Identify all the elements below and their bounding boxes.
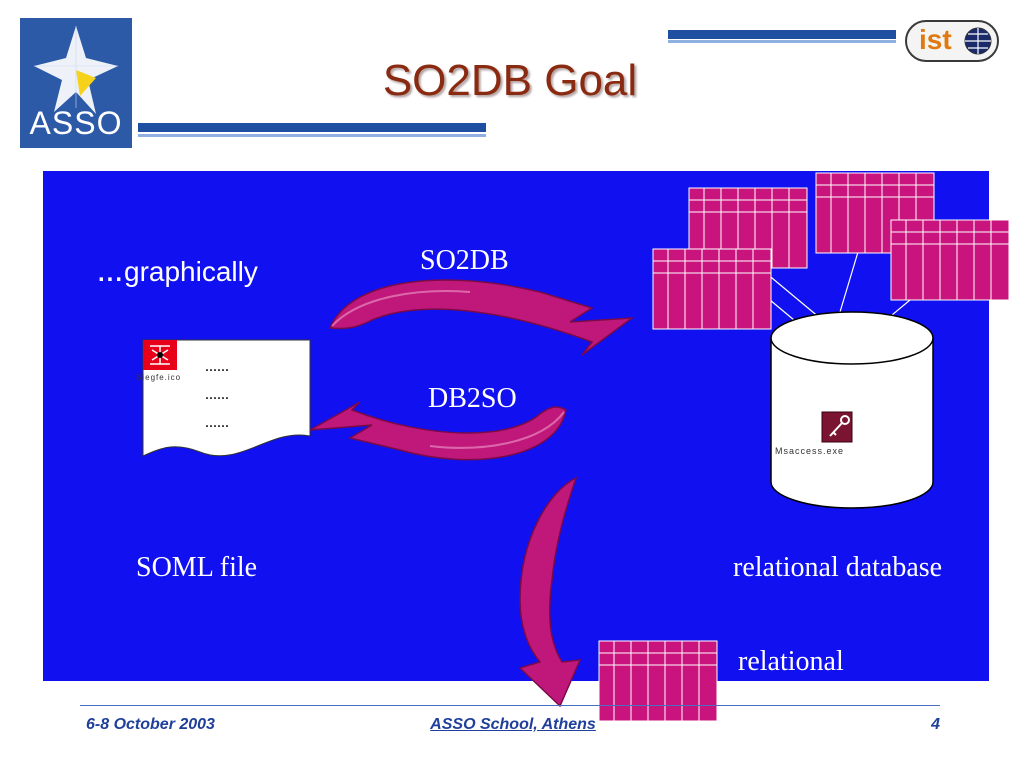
- soml-document: [142, 339, 311, 457]
- footer-divider: [80, 705, 940, 706]
- bullet-prefix: ...: [98, 260, 125, 287]
- slide-title: SO2DB Goal: [382, 56, 638, 105]
- access-icon-caption: Msaccess.exe: [775, 446, 845, 456]
- document-line: ......: [205, 358, 229, 375]
- ist-logo: ist: [905, 20, 999, 62]
- file-icon-caption: Siegfe.ico: [136, 373, 182, 382]
- globe-icon: [964, 27, 992, 55]
- page-number: 4: [931, 716, 940, 733]
- footer-venue: ASSO School, Athens: [430, 716, 596, 733]
- down-arrow-icon: [518, 476, 582, 708]
- file-icon: [143, 340, 177, 370]
- asso-logo: ASSO: [20, 18, 132, 148]
- relational-label: relational: [738, 646, 844, 677]
- bullet-text: graphically: [124, 256, 258, 287]
- relational-table: [598, 640, 718, 722]
- key-icon: [821, 411, 853, 443]
- database-cylinder: [770, 311, 934, 509]
- document-line: ......: [205, 386, 229, 403]
- db-table-3: [890, 219, 1010, 301]
- header-bar-right: [668, 30, 896, 39]
- ist-logo-text: ist: [919, 24, 952, 55]
- star-icon: [34, 26, 118, 114]
- db2so-arrow-icon: [309, 401, 567, 461]
- so2db-arrow-icon: [328, 279, 635, 356]
- asso-logo-text: ASSO: [29, 105, 123, 141]
- title-underline-bar-light: [138, 134, 486, 137]
- footer-date: 6-8 October 2003: [86, 716, 215, 733]
- document-line: ......: [205, 414, 229, 431]
- title-underline-bar: [138, 123, 486, 132]
- relational-database-label: relational database: [733, 552, 943, 583]
- so2db-label: SO2DB: [420, 245, 509, 276]
- db-table-4: [652, 248, 772, 330]
- soml-file-label: SOML file: [136, 552, 258, 583]
- db2so-label: DB2SO: [428, 383, 517, 414]
- document-lines: ...... ...... ......: [205, 353, 229, 437]
- bullet-graphically: ...graphically: [98, 256, 258, 288]
- header-bar-right-light: [668, 40, 896, 43]
